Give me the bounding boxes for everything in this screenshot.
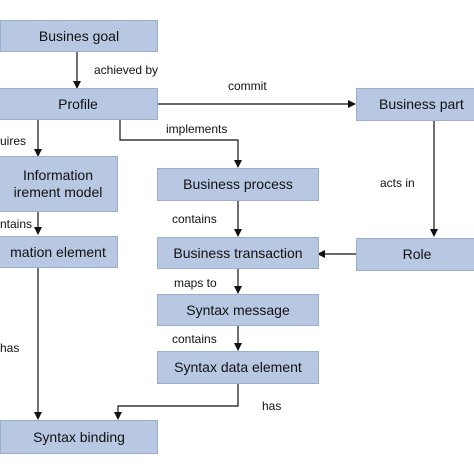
profile-node: Profile <box>0 88 158 120</box>
information-element-node: mation element <box>0 236 118 268</box>
business-goal-label: Busines goal <box>38 27 120 44</box>
role-label: Role <box>402 246 432 262</box>
contains-message-label: contains <box>172 332 217 346</box>
maps-to-label: maps to <box>174 276 217 290</box>
information-element-label: mation element <box>10 243 106 260</box>
acts-in-label: acts in <box>380 176 415 190</box>
profile-label: Profile <box>58 95 98 112</box>
information-requirement-model-node: Information irement model <box>0 156 118 212</box>
contains-left-label: ntains <box>0 217 33 231</box>
syntax-binding-node: Syntax binding <box>0 420 158 454</box>
business-goal-node: Busines goal <box>0 20 158 52</box>
business-transaction-label: Business transaction <box>173 244 303 261</box>
business-transaction-node: Business transaction <box>157 237 319 269</box>
syntax-binding-label: Syntax binding <box>33 428 125 445</box>
information-requirement-model-line1: Information <box>22 167 94 183</box>
edge-profile-process <box>119 120 242 168</box>
contains-process-label: contains <box>172 212 217 226</box>
has-bottom-label: has <box>262 399 282 413</box>
business-partner-node: Business part <box>356 88 474 121</box>
has-left-label: has <box>0 341 20 355</box>
requires-label: uires <box>0 134 27 148</box>
business-process-label: Business process <box>183 176 293 192</box>
business-partner-label: Business part <box>379 96 464 112</box>
role-node: Role <box>356 238 474 271</box>
implements-label: implements <box>166 122 228 136</box>
syntax-message-node: Syntax message <box>157 294 319 326</box>
information-requirement-model-line2: irement model <box>13 184 103 200</box>
business-process-node: Business process <box>157 168 319 201</box>
achieved-by-label: achieved by <box>94 63 159 77</box>
syntax-data-element-label: Syntax data element <box>174 359 302 375</box>
syntax-message-label: Syntax message <box>186 301 290 318</box>
edge-dataelement-binding <box>114 384 239 420</box>
syntax-data-element-node: Syntax data element <box>157 351 319 384</box>
commit-label: commit <box>228 79 267 93</box>
